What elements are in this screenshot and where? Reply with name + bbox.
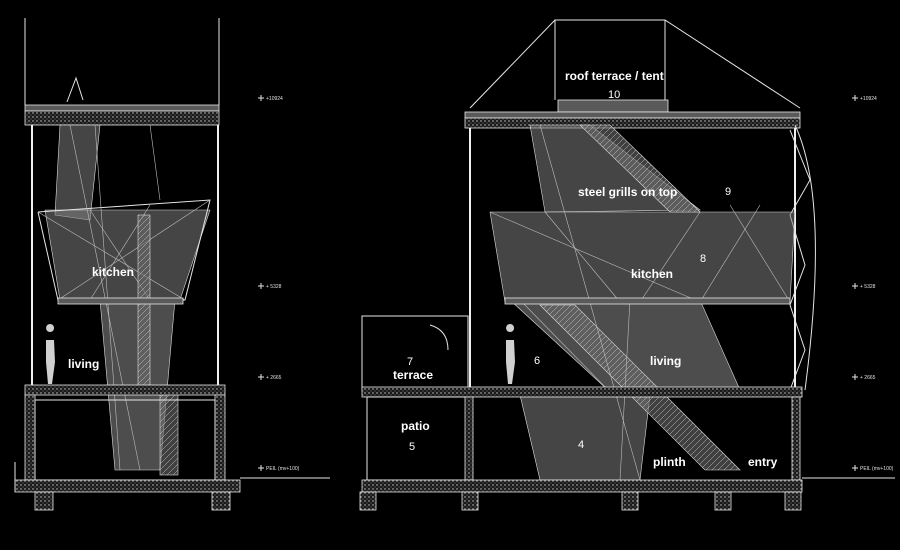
roof-slab (464, 111, 801, 119)
level-label-mid: + 5328 (860, 284, 876, 290)
level-marker-top (258, 95, 264, 101)
level-label-top: +10924 (860, 96, 877, 102)
truss-line (729, 204, 791, 303)
label-kitchen: kitchen (92, 265, 134, 279)
left-section (14, 18, 330, 511)
kitchen-volume (44, 209, 211, 301)
foundation (784, 491, 802, 511)
number-7: 7 (407, 356, 413, 368)
foundation (34, 491, 54, 511)
roof-tent (469, 19, 801, 109)
level-marker-mid (852, 283, 858, 289)
stair-lower (159, 389, 179, 476)
label-steel-grills: steel grills on top (578, 185, 677, 199)
level-marker-base (258, 465, 264, 471)
glass-shaft-plinth (519, 394, 651, 481)
right-section (359, 19, 895, 511)
ground-slab (14, 479, 241, 493)
truss-line (544, 211, 621, 303)
label-living: living (68, 357, 99, 371)
level-markers-left (258, 95, 264, 471)
number-8: 8 (700, 253, 706, 265)
person-silhouette (506, 324, 515, 384)
foundation (359, 491, 377, 511)
first-floor-slab (361, 386, 803, 398)
truss-line (489, 211, 701, 303)
foundation (621, 491, 639, 511)
level-label-low: + 2665 (860, 375, 876, 381)
roof-insulation (464, 117, 801, 129)
label-terrace: terrace (393, 368, 433, 382)
truss-line (37, 211, 186, 301)
plinth-wall (791, 396, 801, 481)
level-marker-mid (258, 283, 264, 289)
shaft-line (519, 299, 611, 393)
level-marker-low (852, 374, 858, 380)
shaft-line (69, 124, 141, 471)
plinth-wall-left (24, 394, 36, 481)
person-silhouette (46, 324, 55, 384)
roof-figure (66, 76, 84, 103)
truss-line (699, 204, 761, 303)
curved-facade (794, 124, 816, 391)
truss-line (57, 199, 211, 301)
shaft-line (94, 124, 121, 471)
facade-zigzag (789, 129, 811, 391)
kitchen-floor (504, 297, 791, 305)
number-9: 9 (725, 186, 731, 198)
kitchen-floor (57, 297, 184, 305)
foundation (211, 491, 231, 511)
label-roof-terrace: roof terrace / tent (565, 69, 664, 83)
number-4: 4 (578, 439, 584, 451)
foundation (461, 491, 479, 511)
level-label-low: + 2665 (266, 375, 282, 381)
level-marker-base (852, 465, 858, 471)
ground-slab (361, 479, 803, 493)
label-living: living (650, 354, 681, 368)
level-label-base: PEIL (mv+100) (266, 466, 300, 472)
roof-slab (24, 104, 220, 112)
door-swing (429, 324, 449, 351)
patio-enclosure (366, 396, 468, 481)
label-kitchen: kitchen (631, 267, 673, 281)
number-6: 6 (534, 355, 540, 367)
glass-shaft-upper (54, 124, 101, 221)
plinth-wall-right (214, 394, 226, 481)
roof-insulation (24, 110, 220, 126)
number-10: 10 (608, 89, 620, 101)
level-marker-low (258, 374, 264, 380)
level-marker-top (852, 95, 858, 101)
kitchen-volume (489, 211, 796, 303)
level-label-base: PEIL (mv+100) (860, 466, 894, 472)
roof-terrace-deck (557, 99, 669, 113)
shaft-line (149, 124, 161, 201)
label-patio: patio (401, 419, 430, 433)
truss-line (639, 211, 701, 303)
number-5: 5 (409, 441, 415, 453)
level-label-top: +10924 (266, 96, 283, 102)
first-floor-slab (24, 384, 226, 396)
level-label-mid: + 5328 (266, 284, 282, 290)
label-plinth: plinth (653, 455, 686, 469)
level-markers-right (852, 95, 858, 471)
label-entry: entry (748, 455, 778, 469)
foundation (714, 491, 732, 511)
plinth-wall (464, 396, 474, 481)
